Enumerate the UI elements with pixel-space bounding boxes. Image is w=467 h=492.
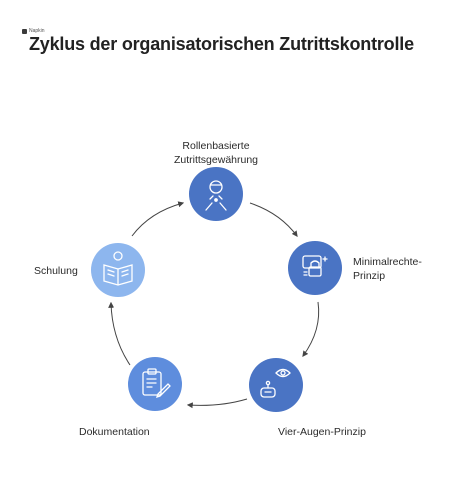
cycle-arrow-5 <box>131 201 185 237</box>
brand-text: Napkin <box>29 28 45 34</box>
step-label-2: Minimalrechte- Prinzip <box>353 256 422 282</box>
user-access-icon <box>205 180 227 211</box>
step-node-2 <box>288 241 342 295</box>
cycle-arrow-3 <box>186 398 248 409</box>
cycle-arrow-4 <box>108 301 131 366</box>
step-label-5: Schulung <box>34 265 78 277</box>
step-node-4 <box>128 357 182 411</box>
brand-mark-icon <box>22 28 27 34</box>
step-node-5 <box>91 243 145 297</box>
step-node-3 <box>249 358 303 412</box>
cycle-arrow-2 <box>302 301 320 357</box>
clipboard-pen-icon <box>142 368 171 399</box>
step-label-4: Dokumentation <box>79 426 150 438</box>
page-title: Zyklus der organisatorischen Zutrittskon… <box>29 34 414 54</box>
lock-icon <box>302 255 328 277</box>
reading-person-icon <box>103 251 133 286</box>
step-label-3: Vier-Augen-Prinzip <box>278 426 366 438</box>
step-label-1: Rollenbasierte Zutrittsgewährung <box>173 140 259 166</box>
cycle-arrow-1 <box>249 202 298 237</box>
eye-robot-icon <box>260 368 291 398</box>
step-node-1 <box>189 167 243 221</box>
brand-logo: Napkin <box>22 27 45 35</box>
